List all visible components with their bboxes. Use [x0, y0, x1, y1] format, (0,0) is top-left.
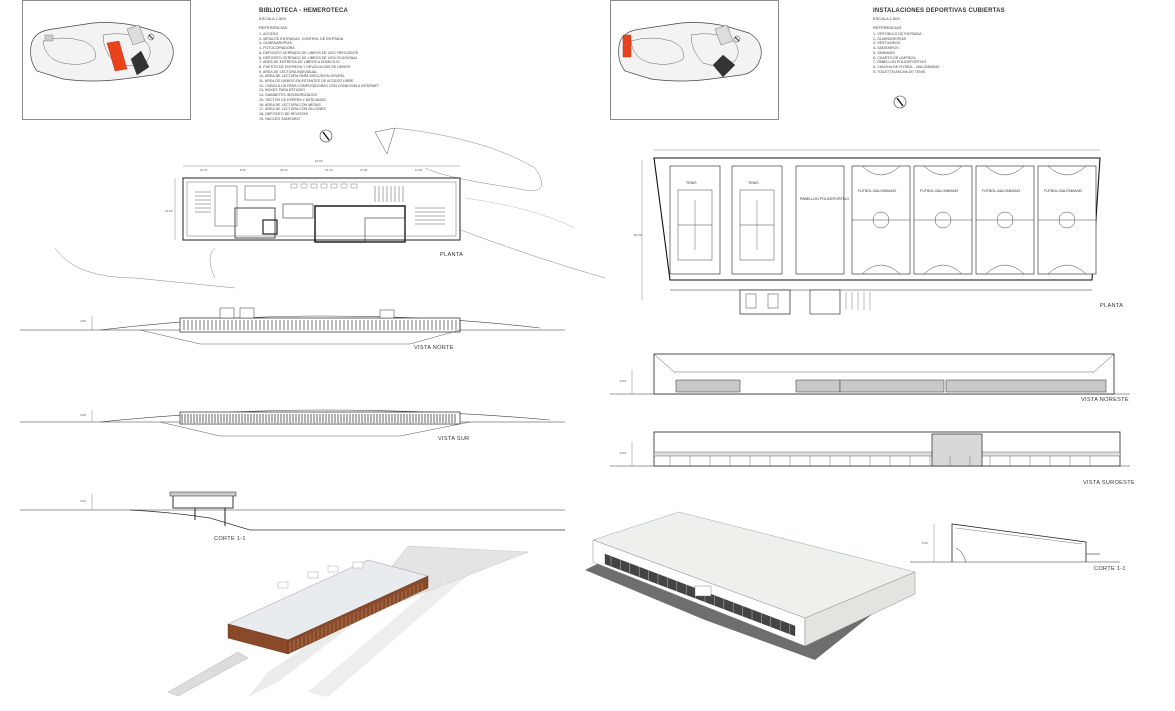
svg-text:15.10: 15.10: [325, 168, 333, 172]
reference-item: 9- AREA DE LECTURA INDIVIDUAL: [259, 69, 318, 74]
svg-text:4.00: 4.00: [80, 499, 86, 503]
north-arrow-icon: [893, 95, 907, 109]
library-south-view-label: VISTA SUR: [438, 436, 470, 442]
svg-text:6.00: 6.00: [620, 379, 626, 383]
sports-northeast-elevation: 6.00: [610, 353, 1130, 395]
reference-item: 2- MESA DE ENTRADAS, CONTROL DE ENTRADA: [259, 36, 344, 41]
reference-item: 9- TOILETTE/ANCHA DE TENIS: [873, 69, 926, 74]
court-label: PABELLON POLIDEPORTIVO: [800, 197, 849, 201]
reference-item: 3- VESTUARIOS: [873, 41, 901, 46]
reference-item: 17- AREA DE LECTURA CON SILLONES: [259, 107, 326, 112]
north-arrow-icon: [733, 35, 741, 43]
reference-item: 6- DEPOSITO CERRADO DE LIBROS DE USO OCA…: [259, 55, 358, 60]
reference-item: 2- GUARDAROPIAS: [873, 36, 907, 41]
reference-item: 5- DEPOSITO CERRADO DE LIBROS DE USO FRE…: [259, 50, 359, 55]
reference-item: 7- PABELLON POLIDEPORTIVO: [873, 60, 927, 65]
library-floor-plan: 91.00 11.70 8.40 18.20 15.10 11.60 11.60…: [54, 127, 606, 289]
reference-item: 18- DEPOSITO DE REVISTAS: [259, 111, 309, 116]
court-tennis-2: TENIS: [731, 165, 783, 275]
court-futbol-2: FUTBOL-BALONMANO: [913, 165, 973, 275]
library-north-view-label: VISTA NORTE: [414, 345, 454, 351]
sports-scale: ESCALA 1:500: [873, 16, 900, 21]
library-3d-render: [167, 545, 529, 697]
reference-item: 3- GUARDAROPIAS: [259, 41, 293, 46]
court-label: FUTBOL-BALONMANO: [920, 189, 959, 193]
svg-text:4.00: 4.00: [80, 319, 86, 323]
library-title: BIBLIOTECA - HEMEROTECA: [259, 8, 349, 14]
reference-item: 12- CUBICULOS PARA COMPUTADORAS CON CONE…: [259, 83, 380, 88]
svg-text:91.00: 91.00: [315, 159, 323, 163]
sports-section-label: CORTE 1-1: [1094, 566, 1126, 572]
reference-item: 19- NUCLEO SANITARIO: [259, 116, 301, 121]
reference-item: 14- GABINETES INSONORIZADOS: [259, 93, 317, 98]
court-futbol-3: FUTBOL-BALONMANO: [975, 165, 1035, 275]
north-arrow-icon: [147, 33, 155, 41]
sports-section: 6.00: [910, 523, 1120, 563]
court-label: TENIS: [686, 181, 697, 185]
svg-text:8.40: 8.40: [240, 168, 246, 172]
sports-floor-plan: 50.00 TENIS TENIS PABELLON POLIDEPORTIVO…: [634, 149, 1101, 315]
reference-item: 1- ACCESO: [259, 32, 279, 36]
library-north-elevation: 4.00: [20, 307, 565, 345]
reference-item: 1- VESTIBULO DE ENTRADA: [873, 32, 922, 36]
library-plan-label: PLANTA: [440, 252, 464, 258]
north-arrow-icon: [319, 129, 333, 143]
court-label: FUTBOL-BALONMANO: [1044, 189, 1083, 193]
reference-item: 8- PUESTO DE ENTREGA Y DEVOLUCION DE LIB…: [259, 64, 351, 69]
reference-item: 4- SANITARIOS: [873, 46, 899, 51]
svg-text:12.60: 12.60: [165, 209, 173, 213]
reference-item: 10- AREA DE LECTURA PARA DISCUSION GRUPA…: [259, 74, 345, 79]
sports-southwest-view-label: VISTA SUROESTE: [1083, 480, 1135, 486]
reference-item: 11- AREA DE LIBROS EN ESTANTES DE ACCESO…: [259, 79, 354, 84]
sports-key-plan-frame: [610, 0, 779, 120]
court-futbol-1: FUTBOL-BALONMANO: [851, 165, 911, 275]
court-pabellon: PABELLON POLIDEPORTIVO: [795, 165, 849, 275]
reference-item: 8- CANCHA DE FUTBOL - BALONMANO: [873, 64, 940, 69]
court-label: TENIS: [748, 181, 759, 185]
svg-text:11.70: 11.70: [200, 168, 208, 172]
reference-item: 5- GIMNASIO: [873, 50, 896, 55]
library-site-key-map: [30, 22, 174, 82]
svg-text:18.20: 18.20: [280, 168, 288, 172]
svg-text:4.00: 4.00: [80, 413, 86, 417]
library-section: 4.00: [20, 491, 565, 531]
sports-northeast-view-label: VISTA NORESTE: [1081, 397, 1129, 403]
library-key-plan-frame: [22, 0, 191, 120]
sports-plan-label: PLANTA: [1100, 303, 1124, 309]
library-references-heading: REFERENCIAS: [259, 25, 288, 30]
svg-text:11.60: 11.60: [415, 168, 423, 172]
reference-item: 13- BOXES PARA ESTUDIO: [259, 88, 305, 93]
reference-item: 16- AREA DE LECTURA CON MESAS: [259, 102, 321, 107]
reference-item: 15- SECTOR DE ESPERA Y DESCANSO: [259, 97, 326, 102]
library-section-label: CORTE 1-1: [214, 536, 246, 542]
library-scale: ESCALA 1:500: [259, 16, 286, 21]
library-south-elevation: 4.00: [20, 409, 565, 437]
reference-item: 6- CUARTO DE LIMPIEZA: [873, 55, 916, 60]
sports-southwest-elevation: 6.00: [610, 431, 1130, 467]
svg-text:6.00: 6.00: [922, 541, 928, 545]
reference-item: 7- AREA DE ENTREGA DE LIBROS A DOMICILIO: [259, 60, 340, 65]
sports-3d-render: [585, 511, 916, 660]
svg-text:6.00: 6.00: [620, 451, 626, 455]
court-tennis-1: TENIS: [669, 165, 721, 275]
court-label: FUTBOL-BALONMANO: [858, 189, 897, 193]
sports-references-heading: REFERENCIAS: [873, 25, 902, 30]
reference-item: 4- FOTOCOPIADORA: [259, 46, 295, 51]
sports-title: INSTALACIONES DEPORTIVAS CUBIERTAS: [873, 8, 1005, 14]
sports-site-key-map: [618, 22, 762, 82]
court-futbol-4: FUTBOL-BALONMANO: [1037, 165, 1097, 275]
svg-text:11.60: 11.60: [360, 168, 368, 172]
svg-text:50.00: 50.00: [634, 233, 642, 237]
court-label: FUTBOL-BALONMANO: [982, 189, 1021, 193]
